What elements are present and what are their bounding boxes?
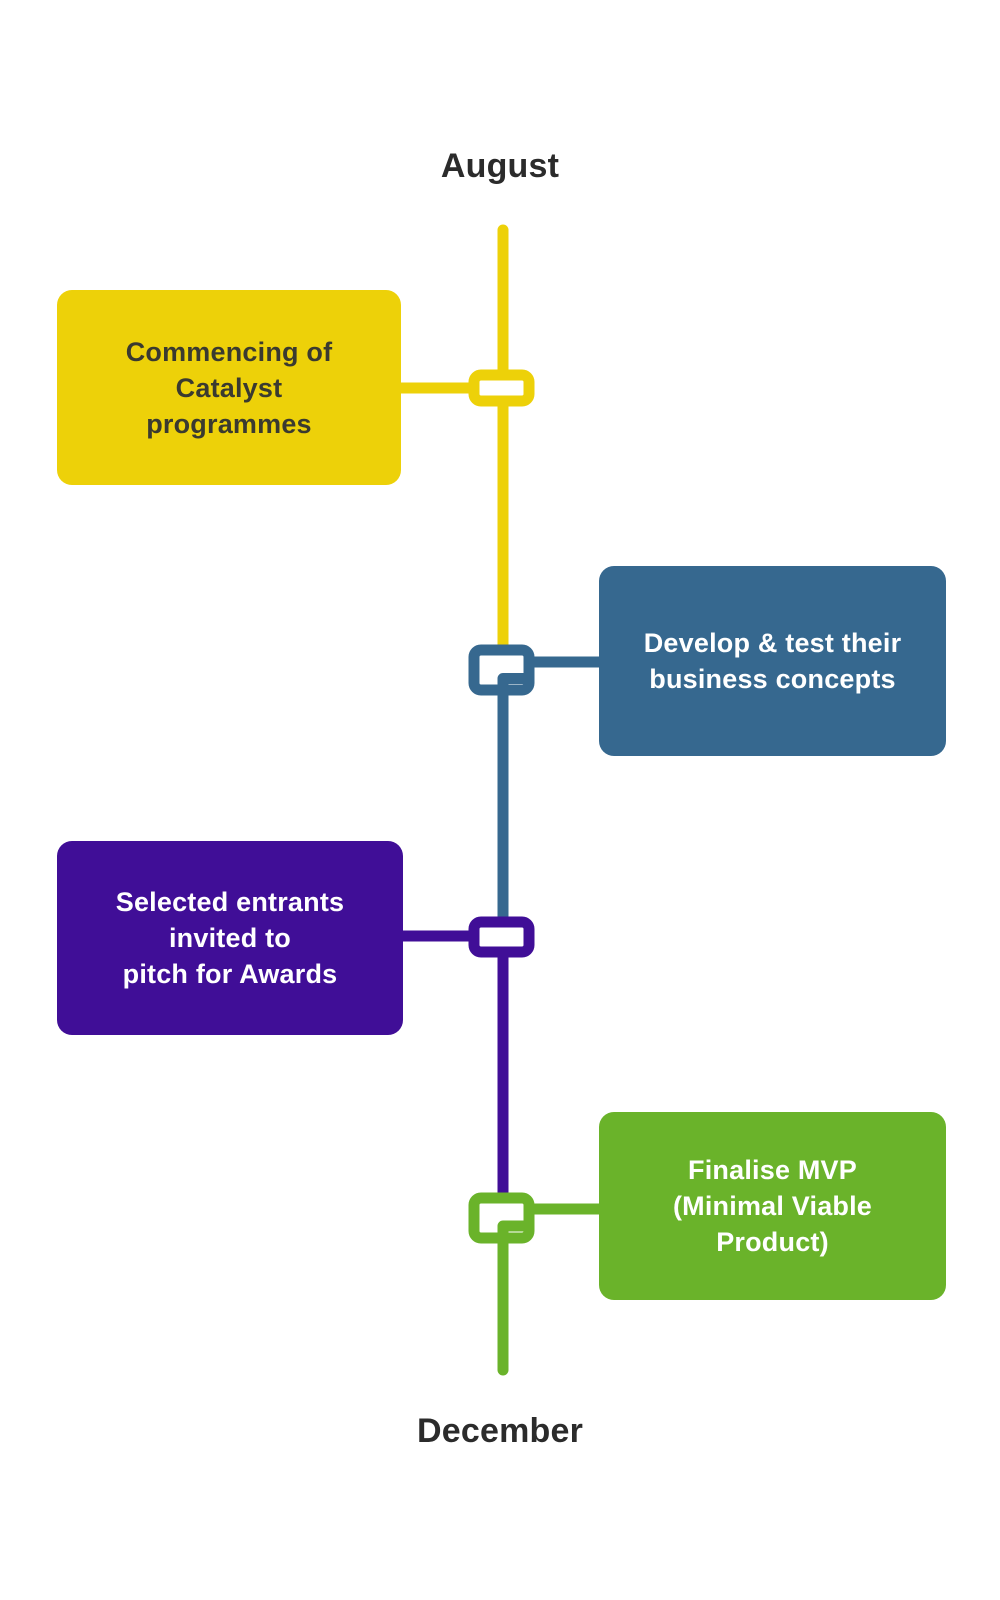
milestone-card-label: Commencing of Catalyst programmes bbox=[125, 336, 333, 439]
timeline-start-label: August bbox=[440, 147, 560, 185]
milestone-card-label: Finalise MVP (Minimal Viable Product) bbox=[672, 1155, 873, 1257]
marker-jog-green bbox=[497, 1220, 529, 1250]
milestone-card-label: Develop & test their business concepts bbox=[643, 628, 902, 694]
milestone-marker-commencing-catalyst bbox=[468, 369, 535, 407]
milestone-card-develop-test: Develop & test their business concepts bbox=[599, 566, 946, 756]
marker-jog-blue bbox=[497, 673, 529, 700]
timeline-end-label: December bbox=[416, 1412, 584, 1450]
milestone-card-label: Selected entrants invited to pitch for A… bbox=[115, 887, 345, 989]
milestone-marker-selected-entrants bbox=[468, 916, 535, 958]
milestone-card-finalise-mvp: Finalise MVP (Minimal Viable Product) bbox=[599, 1112, 946, 1300]
milestone-card-commencing-catalyst: Commencing of Catalyst programmes bbox=[57, 290, 401, 485]
milestone-card-selected-entrants: Selected entrants invited to pitch for A… bbox=[57, 841, 403, 1035]
